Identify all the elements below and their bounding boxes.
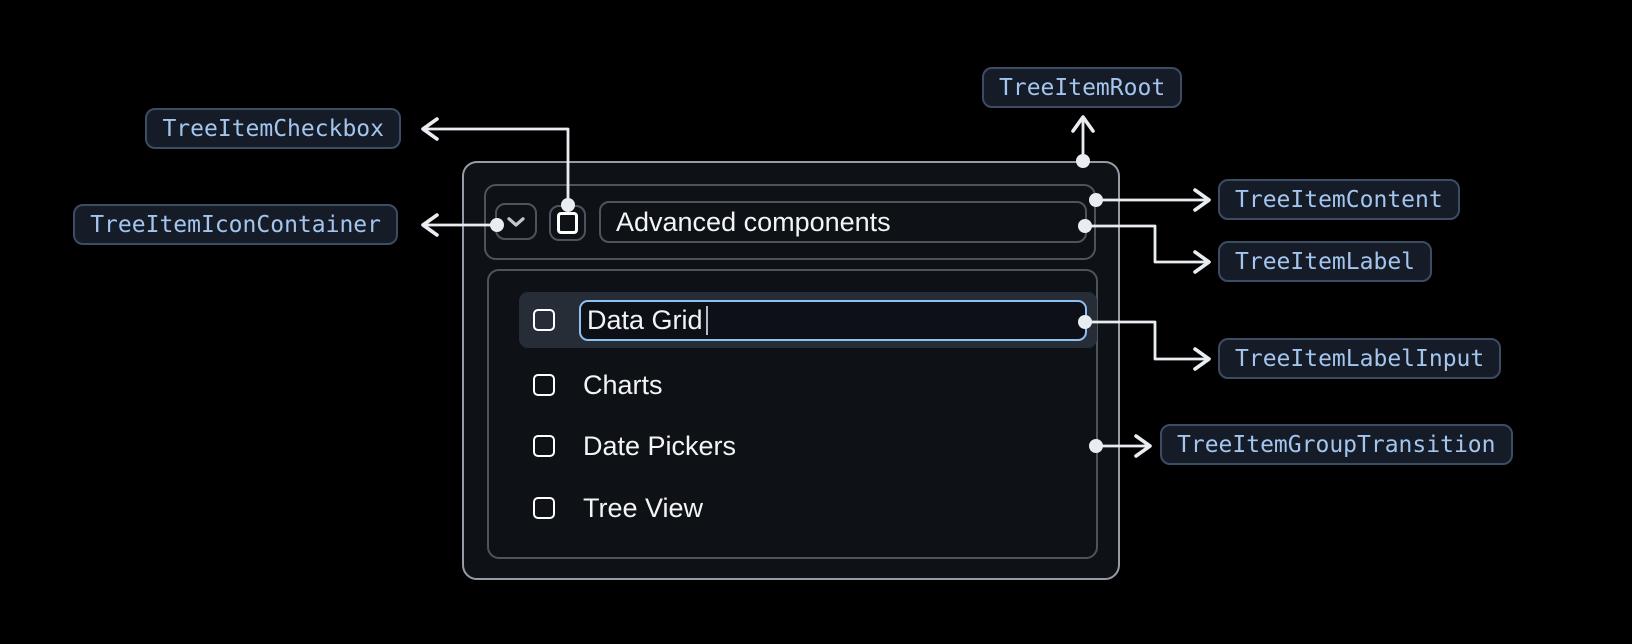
tree-item-checkbox[interactable] (533, 309, 555, 331)
tree-item-label-text: Advanced components (616, 206, 891, 237)
tree-item-content[interactable]: Advanced components (484, 184, 1096, 260)
annotation-tree-item-icon-container: TreeItemIconContainer (73, 204, 398, 245)
annotation-tree-item-root: TreeItemRoot (982, 67, 1183, 108)
tree-item-label-input[interactable]: Data Grid (579, 299, 1087, 341)
tree-item-root: Advanced components Data Grid Charts Dat… (462, 161, 1120, 580)
tree-item-group-transition: Data Grid Charts Date Pickers Tree View (487, 269, 1098, 559)
annotation-tree-item-label-input: TreeItemLabelInput (1218, 338, 1502, 379)
tree-item-row-date-pickers[interactable]: Date Pickers (519, 422, 1097, 470)
annotation-tree-item-content: TreeItemContent (1218, 179, 1460, 220)
checkbox-unchecked-icon (557, 212, 578, 234)
tree-item-checkbox[interactable] (533, 497, 555, 519)
annotation-tree-item-group-transition: TreeItemGroupTransition (1160, 424, 1513, 465)
label-input-value: Data Grid (587, 304, 703, 335)
tree-item-checkbox[interactable] (533, 374, 555, 396)
tree-item-row-data-grid[interactable]: Data Grid (519, 292, 1097, 348)
tree-item-checkbox[interactable] (533, 435, 555, 457)
tree-item-label-text: Tree View (583, 492, 704, 523)
tree-item-label-text: Charts (583, 369, 663, 400)
text-caret (705, 305, 709, 335)
tree-item-row-tree-view[interactable]: Tree View (519, 484, 1097, 532)
tree-item-checkbox[interactable] (549, 205, 586, 241)
annotation-tree-item-label: TreeItemLabel (1218, 241, 1433, 282)
tree-item-label: Advanced components (599, 201, 1087, 243)
tree-item-row-charts[interactable]: Charts (519, 361, 1097, 409)
tree-item-label-text: Date Pickers (583, 430, 737, 461)
tree-item-icon-container[interactable] (495, 203, 537, 240)
chevron-down-icon (507, 216, 525, 227)
annotation-tree-item-checkbox: TreeItemCheckbox (145, 108, 401, 149)
